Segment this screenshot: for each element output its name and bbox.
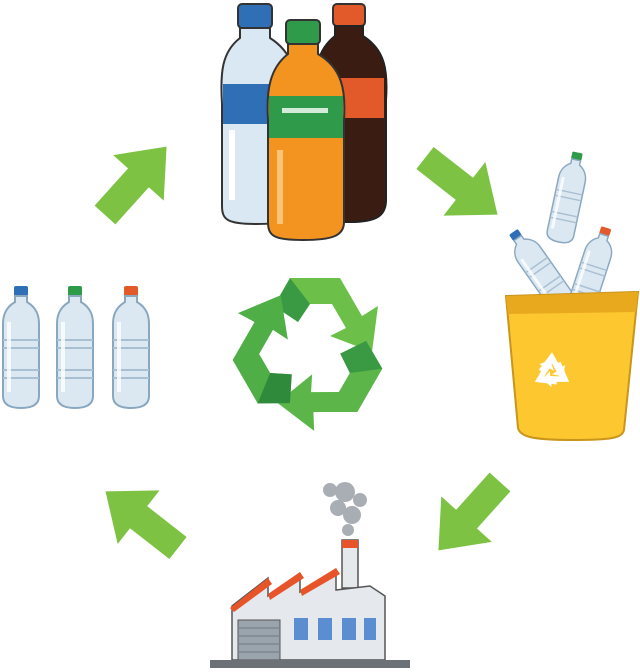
arrow-to-bin-icon: [404, 131, 519, 242]
recycle-symbol-icon: [232, 278, 383, 431]
recycling-bin-icon: [500, 148, 640, 442]
arrow-to-new-bottles-icon: [84, 464, 199, 575]
factory-icon: [210, 482, 410, 668]
arrow-to-factory-icon: [413, 459, 526, 574]
arrow-to-filled-bottles-icon: [79, 123, 192, 238]
smoke-icon: [323, 482, 367, 536]
filled-bottles-icon: [220, 3, 388, 242]
new-empty-bottles-icon: [1, 284, 151, 410]
bin-recycle-symbol-icon: [534, 352, 570, 387]
